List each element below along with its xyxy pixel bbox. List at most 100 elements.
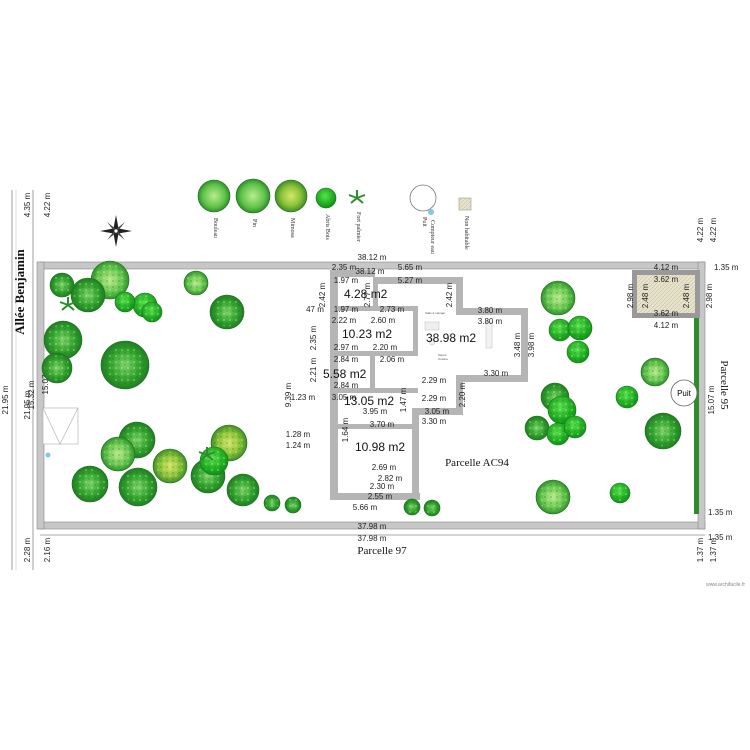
- annex-dim: 3.62 m: [654, 309, 679, 318]
- tree-texture: [103, 439, 133, 469]
- house: [330, 270, 528, 500]
- dim-label: 1.37 m: [709, 537, 718, 562]
- parcel-main-label: Parcelle AC94: [445, 457, 509, 469]
- dim-label: 1.35 m: [714, 263, 739, 272]
- annex-dim: 3.62 m: [654, 275, 679, 284]
- dim-label: 15.07 m: [707, 385, 716, 414]
- palm-icon: [198, 447, 216, 461]
- garden-shed: [42, 407, 79, 458]
- dim-label: 1.35 m: [708, 508, 733, 517]
- legend-label: Puit: [421, 217, 427, 227]
- east-hedge: [694, 296, 699, 514]
- tree-texture: [155, 451, 185, 481]
- tree-texture: [229, 476, 257, 504]
- legend-symbol-icon: [428, 209, 434, 215]
- west-dimensions: 4.35 m 4.22 m 21.95 m 21.95 m 15.07 m 15…: [1, 192, 52, 562]
- legend-symbol-icon: [409, 184, 437, 212]
- well-label: Puit: [677, 389, 692, 398]
- dim-label: 5.65 m: [398, 263, 423, 272]
- room-area-3: 38.98 m2: [426, 331, 476, 345]
- tree-texture: [46, 323, 80, 357]
- dim-label: 1.97 m: [334, 276, 359, 285]
- dim-label: 47 m: [306, 305, 324, 314]
- dim-label: 3.98 m: [527, 332, 536, 357]
- room-area-1: 4.28 m2: [344, 287, 388, 301]
- dim-label: 2.29 m: [422, 376, 447, 385]
- dim-label: 2.20 m: [373, 343, 398, 352]
- room-area-6: 10.98 m2: [355, 440, 405, 454]
- dim-label: 2.30 m: [370, 482, 395, 491]
- dim-label: 2.35 m: [332, 263, 357, 272]
- dim-label: 2.16 m: [43, 537, 52, 562]
- legend-symbol-icon: [458, 197, 472, 211]
- dim-label: 9.39 m: [284, 382, 293, 407]
- tree-texture: [212, 297, 242, 327]
- tree-texture: [617, 387, 637, 407]
- dim-label: 2.20 m: [458, 382, 467, 407]
- room-area-5: 13.05 m2: [344, 394, 394, 408]
- tree-texture: [143, 303, 161, 321]
- tree-texture: [568, 342, 588, 362]
- legend-label: Pin: [251, 219, 257, 227]
- dim-label: 2.55 m: [368, 492, 393, 501]
- dim-label: 3.80 m: [478, 306, 503, 315]
- tree-texture: [543, 283, 573, 313]
- dim-label: 15.32 m: [27, 380, 36, 409]
- legend-symbol-icon: [348, 190, 366, 204]
- dim-label: 2.28 m: [23, 537, 32, 562]
- tree-texture: [286, 498, 300, 512]
- tree-texture: [51, 274, 73, 296]
- dim-south-length: 37.98 m: [358, 522, 387, 531]
- tree-texture: [44, 355, 70, 381]
- dim-label: 2.22 m: [332, 316, 357, 325]
- annex-dim: 2.98 m: [705, 283, 714, 308]
- boundary-west: [36, 261, 45, 530]
- east-dimensions: 4.22 m 4.22 m 1.35 m 15.07 m 1.35 m 1.35…: [696, 217, 739, 562]
- dim-label: 21.95 m: [23, 390, 32, 419]
- legend-label: Compteur eau: [429, 220, 435, 254]
- dim-label: 5.66 m: [353, 503, 378, 512]
- dim-label: 4.22 m: [696, 217, 705, 242]
- dim-label: 2.97 m: [334, 343, 359, 352]
- dim-label: 1.37 m: [696, 537, 705, 562]
- dim-label: 2.42 m: [318, 282, 327, 307]
- room-small-text: Salle à manger: [425, 311, 445, 315]
- dim-south-length-outer: 37.98 m: [358, 534, 387, 543]
- dim-label: 1.64 m: [341, 417, 350, 442]
- annex-dim: 2.48 m: [641, 283, 650, 308]
- tree-texture: [647, 415, 679, 447]
- street-label: Allée Benjamin: [12, 248, 27, 334]
- tree-texture: [569, 317, 591, 339]
- legend-label: Fort palmier: [355, 212, 361, 242]
- legend-symbol-icon: [197, 179, 231, 213]
- tree-texture: [550, 320, 570, 340]
- dim-label: 15.07 m: [41, 365, 50, 394]
- palm-icon: [59, 297, 77, 311]
- dim-label: 3.05 m: [425, 407, 450, 416]
- dim-label: 3.70 m: [370, 420, 395, 429]
- tree-texture: [565, 417, 585, 437]
- dim-label: 2.29 m: [422, 394, 447, 403]
- dim-label: 2.84 m: [334, 355, 359, 364]
- annex-dim: 4.12 m: [654, 263, 679, 272]
- dim-label: 21.95 m: [1, 385, 10, 414]
- dim-label: 2.69 m: [372, 463, 397, 472]
- dim-label: 2.82 m: [378, 474, 403, 483]
- annex-dim: 4.12 m: [654, 321, 679, 330]
- well: Puit: [670, 379, 698, 407]
- parcel-south-label: Parcelle 97: [357, 545, 407, 557]
- dim-label: 2.21 m: [309, 357, 318, 382]
- tree-texture: [405, 500, 419, 514]
- parcel-east-label: Parcelle 95: [718, 360, 730, 410]
- annex-dim: 2.98 m: [626, 283, 635, 308]
- tree-texture: [548, 424, 568, 444]
- dim-label: 1.35 m: [708, 533, 733, 542]
- dim-label: 5.27 m: [398, 276, 423, 285]
- legend-symbol-icon: [315, 187, 337, 209]
- annex-building: 4.12 m 3.62 m 2.98 m 2.48 m 2.48 m 2.98 …: [626, 263, 714, 330]
- dim-label: 4.22 m: [43, 192, 52, 217]
- annex-dim: 2.48 m: [682, 283, 691, 308]
- room-area-4: 5.58 m2: [323, 367, 367, 381]
